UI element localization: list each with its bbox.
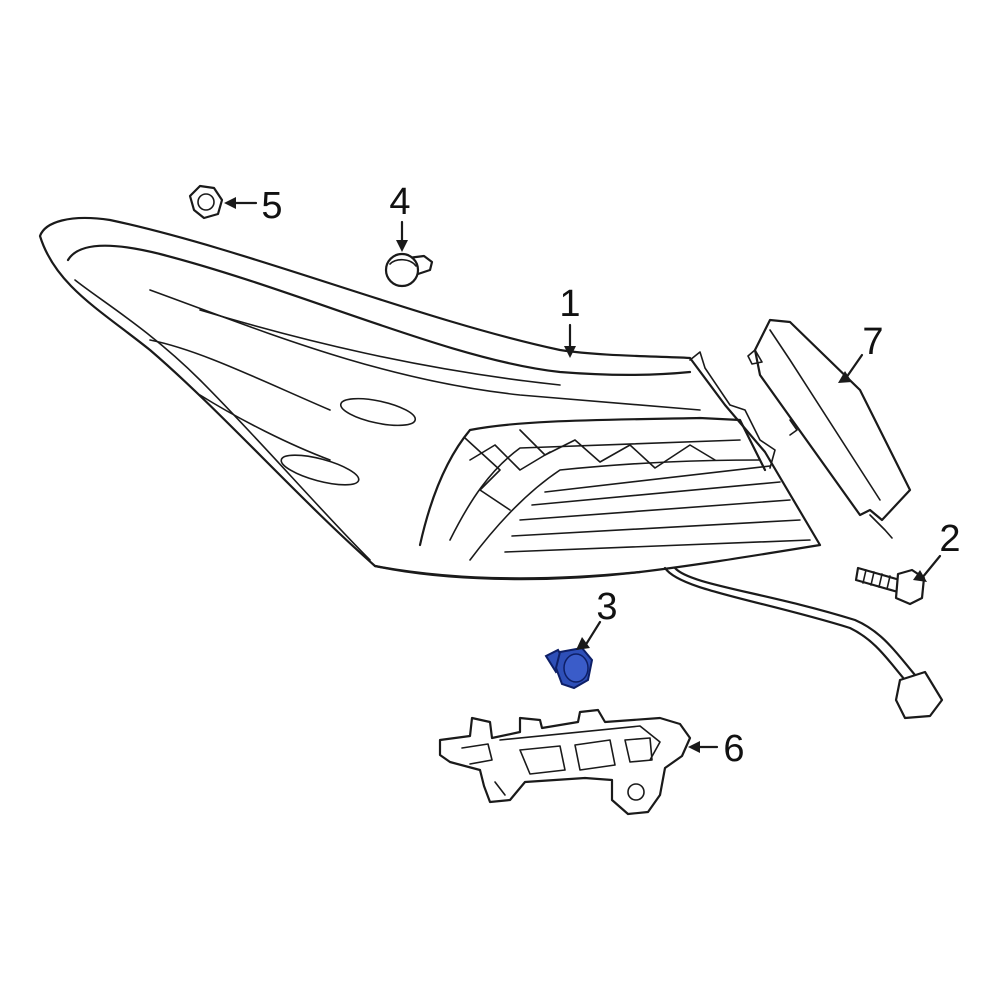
leader-arrows [224,197,942,753]
bolt [854,566,926,606]
mounting-bracket [438,708,692,816]
callout-4: 4 [389,181,410,223]
wire-harness [663,566,944,720]
callout-6: 6 [723,728,744,770]
retainer-clip-highlighted [544,646,594,690]
trim-panel [747,318,912,539]
push-clip [384,252,434,288]
callout-7: 7 [862,321,883,363]
callout-5: 5 [261,185,282,227]
nut [188,184,224,220]
callout-3: 3 [596,586,617,628]
tail-lamp-assembly [38,216,822,581]
callout-1: 1 [559,283,580,325]
callout-2: 2 [939,518,960,560]
